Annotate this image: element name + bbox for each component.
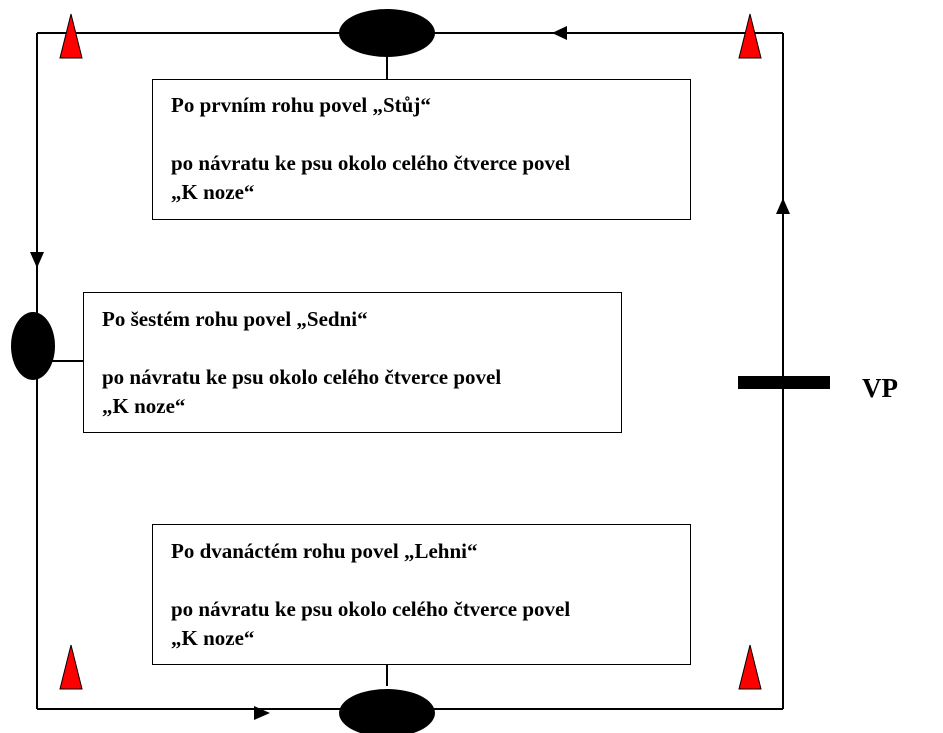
box-3-line-3: „K noze“ [171, 626, 255, 650]
arrow-top-left-icon [552, 26, 567, 40]
instruction-box-sixth-corner: Po šestém rohu povel „Sedni“ po návratu … [83, 292, 622, 433]
box-3-line-1: Po dvanáctém rohu povel „Lehni“ [171, 539, 478, 563]
cone-bottom-right-icon [738, 644, 762, 690]
box-1-line-2: po návratu ke psu okolo celého čtverce p… [171, 151, 571, 175]
box-2-line-3: „K noze“ [102, 394, 186, 418]
instruction-box-first-corner: Po prvním rohu povel „Stůj“ po návratu k… [152, 79, 691, 220]
box-2-line-1: Po šestém rohu povel „Sedni“ [102, 307, 368, 331]
cone-bottom-left-icon [59, 644, 83, 690]
instruction-box-twelfth-corner: Po dvanáctém rohu povel „Lehni“ po návra… [152, 524, 691, 665]
cone-top-right-icon [738, 13, 762, 59]
marker-left-oval [11, 312, 55, 380]
start-label: VP [862, 373, 898, 403]
start-marker-bar [738, 376, 830, 389]
arrow-bottom-right-icon [254, 706, 270, 720]
box-1-line-3: „K noze“ [171, 180, 255, 204]
marker-bottom-oval [339, 689, 435, 733]
box-3-line-2: po návratu ke psu okolo celého čtverce p… [171, 597, 571, 621]
box-1-line-1: Po prvním rohu povel „Stůj“ [171, 93, 431, 117]
box-2-line-2: po návratu ke psu okolo celého čtverce p… [102, 365, 502, 389]
arrow-left-down-icon [30, 252, 44, 268]
cone-top-left-icon [59, 13, 83, 59]
arrow-right-up-icon [776, 198, 790, 214]
marker-top-oval [339, 9, 435, 57]
